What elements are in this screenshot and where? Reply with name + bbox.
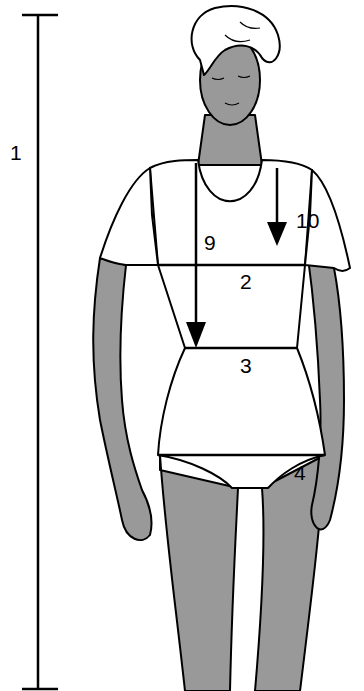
arrowheads — [186, 222, 287, 348]
hair — [192, 6, 280, 75]
height-line — [22, 15, 58, 689]
left-leg — [160, 455, 238, 691]
callout-number: 9 — [204, 232, 216, 253]
left-arm — [93, 258, 151, 540]
measure-lines — [158, 163, 325, 455]
right-arm — [307, 250, 344, 529]
callout-number: 3 — [240, 355, 252, 376]
left-sleeve — [100, 168, 158, 265]
face-details — [212, 22, 260, 105]
callout-number: 2 — [240, 271, 252, 292]
callout-number: 1 — [10, 142, 22, 163]
bodysuit — [150, 160, 325, 488]
callout-number: 4 — [294, 462, 306, 483]
callout-number: 10 — [296, 210, 319, 231]
